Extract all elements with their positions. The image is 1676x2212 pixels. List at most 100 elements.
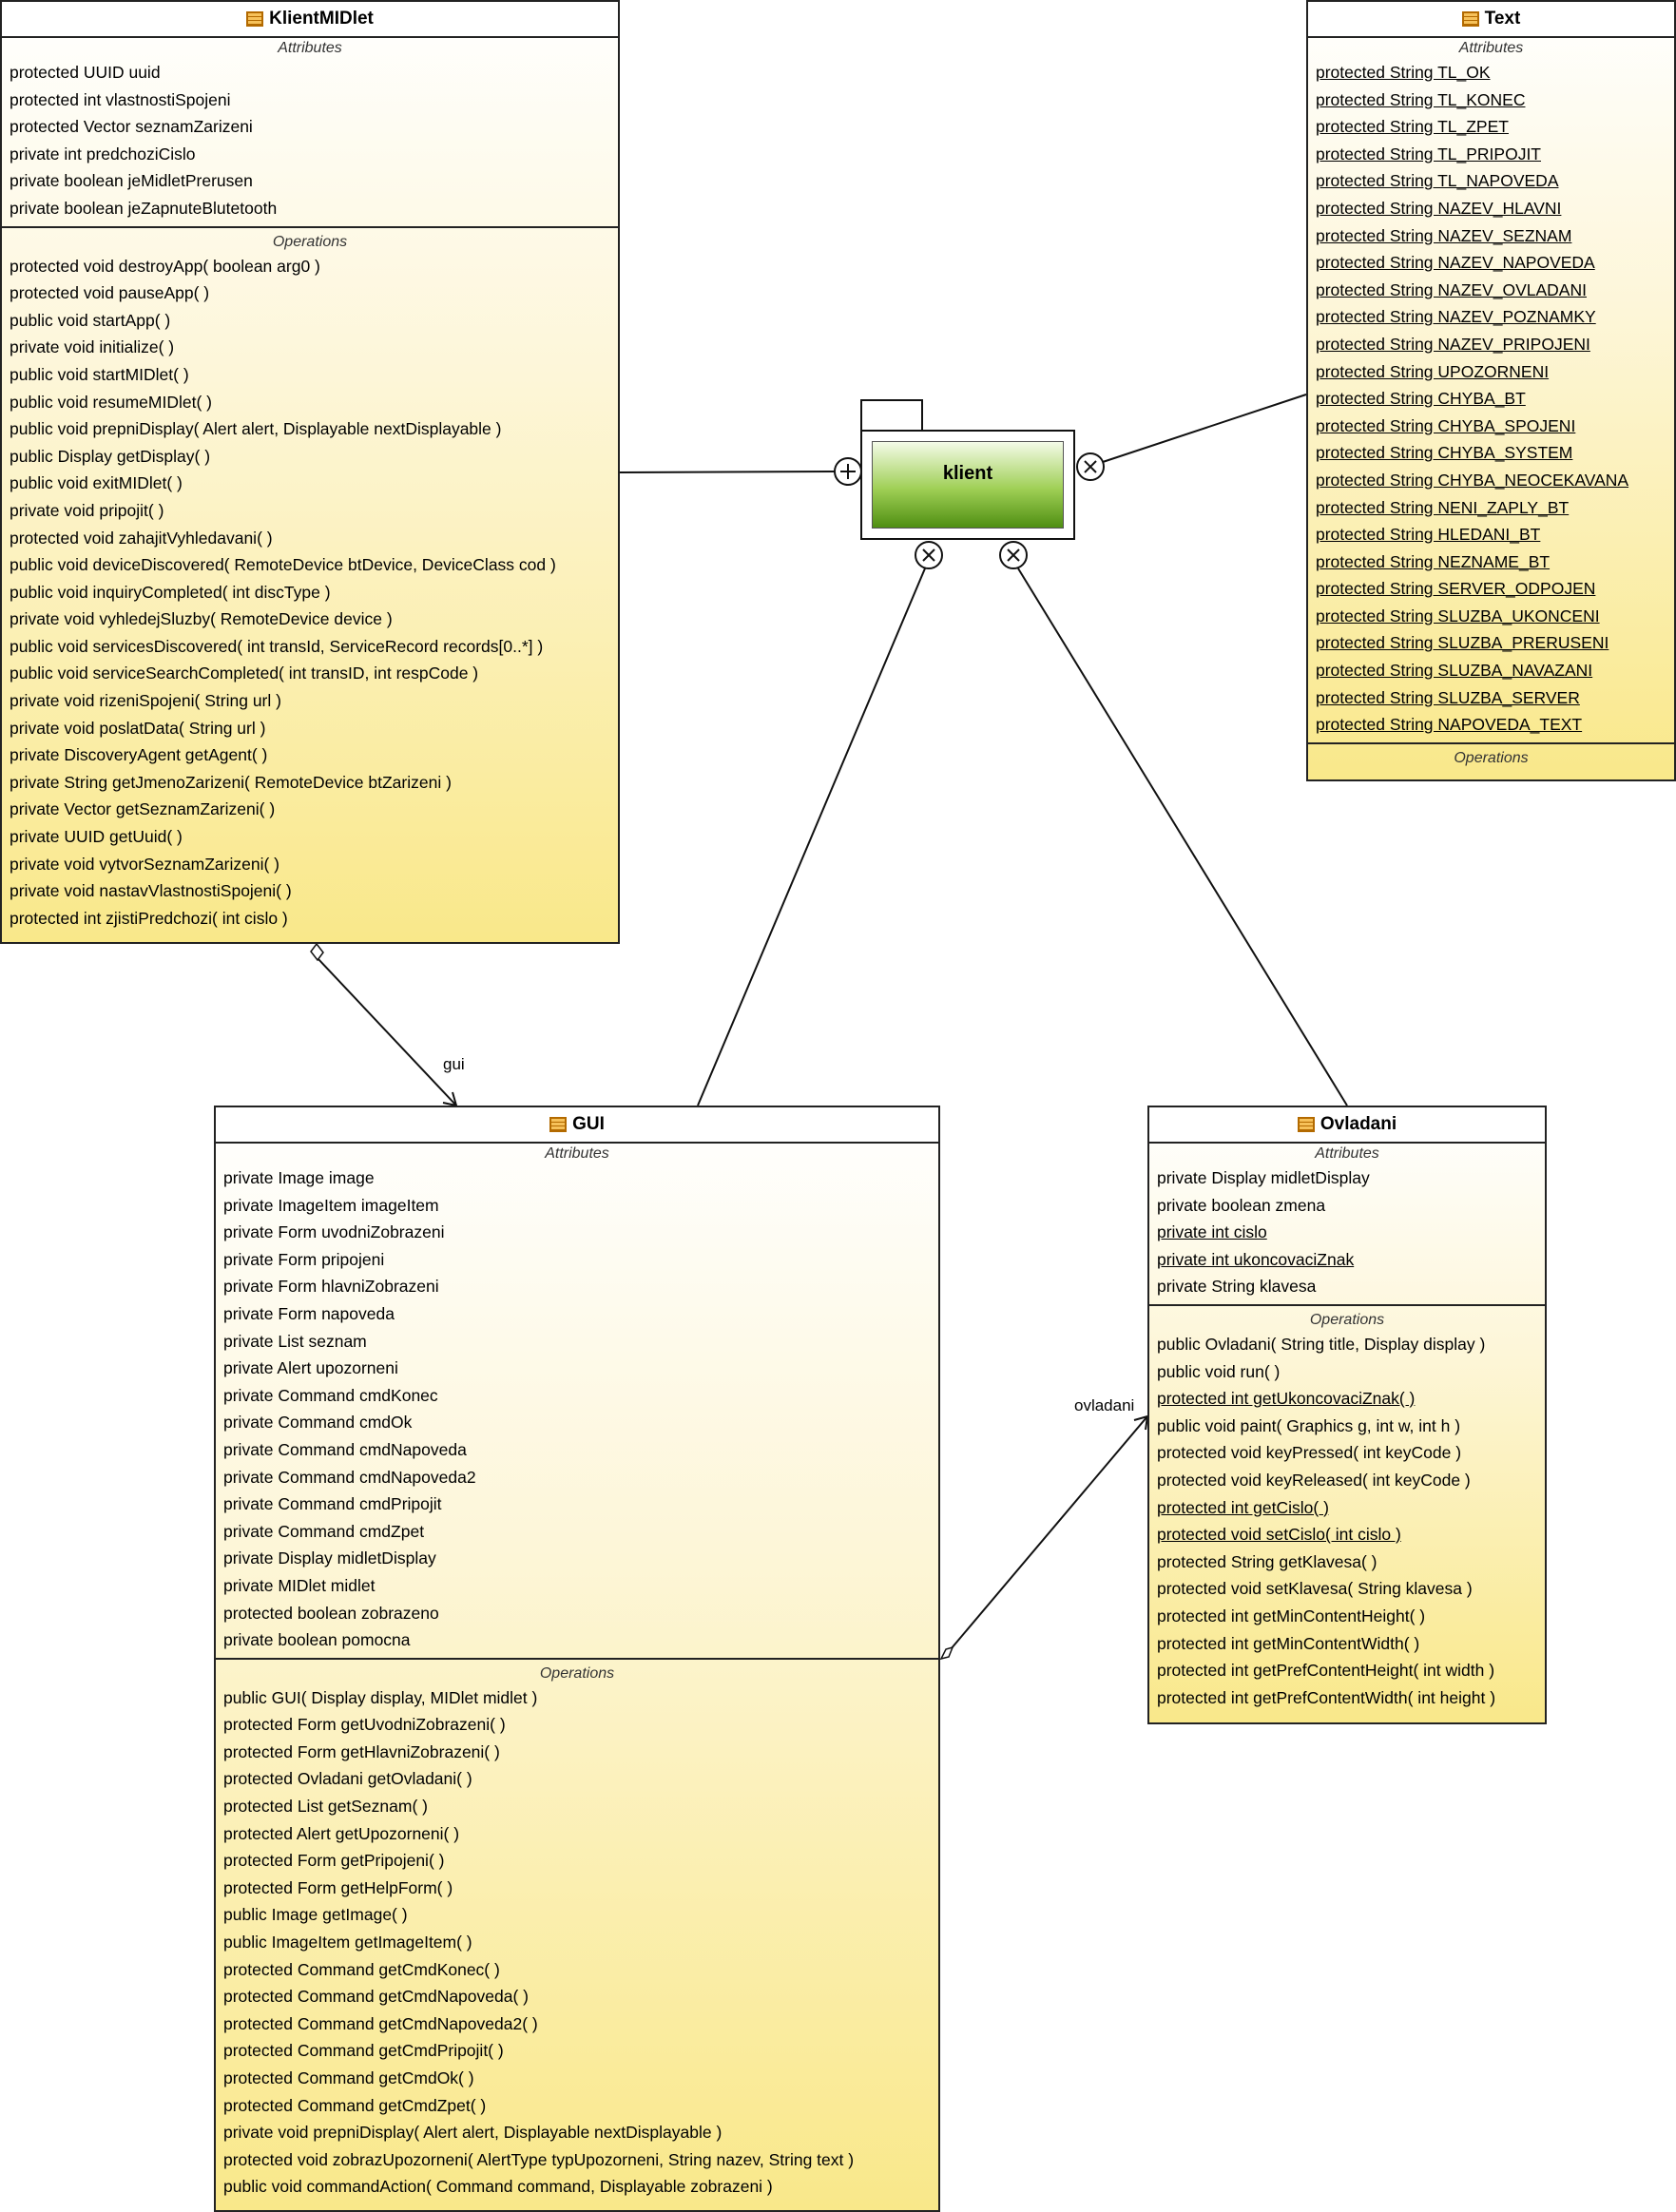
package-klient[interactable]: klient bbox=[860, 430, 1075, 540]
attribute-row[interactable]: private Command cmdOk bbox=[223, 1413, 413, 1433]
operation-row[interactable]: protected Form getPripojeni( ) bbox=[223, 1851, 445, 1871]
operation-row[interactable]: private void poslatData( String url ) bbox=[10, 718, 266, 738]
operation-row[interactable]: protected void keyReleased( int keyCode … bbox=[1157, 1470, 1471, 1490]
operation-row[interactable]: protected void setKlavesa( String klaves… bbox=[1157, 1579, 1473, 1599]
attribute-row[interactable]: protected String NENI_ZAPLY_BT bbox=[1316, 497, 1570, 517]
operation-row[interactable]: protected int getMinContentWidth( ) bbox=[1157, 1633, 1420, 1653]
operation-row[interactable]: protected void keyPressed( int keyCode ) bbox=[1157, 1443, 1462, 1463]
attribute-row[interactable]: private Alert upozorneni bbox=[223, 1358, 398, 1378]
operation-row[interactable]: private void pripojit( ) bbox=[10, 500, 164, 520]
operation-row[interactable]: protected Command getCmdNapoveda2( ) bbox=[223, 2013, 538, 2033]
attribute-row[interactable]: protected String TL_NAPOVEDA bbox=[1316, 171, 1559, 191]
operation-row[interactable]: protected Command getCmdPripojit( ) bbox=[223, 2041, 504, 2061]
attribute-row[interactable]: private Form uvodniZobrazeni bbox=[223, 1222, 445, 1242]
attribute-row[interactable]: private boolean jeMidletPrerusen bbox=[10, 171, 253, 191]
operation-row[interactable]: protected Form getUvodniZobrazeni( ) bbox=[223, 1715, 506, 1735]
attribute-row[interactable]: private int predchoziCislo bbox=[10, 144, 196, 163]
attribute-row[interactable]: protected UUID uuid bbox=[10, 63, 161, 82]
attribute-row[interactable]: private Display midletDisplay bbox=[223, 1548, 436, 1568]
attribute-row[interactable]: private Command cmdNapoveda2 bbox=[223, 1467, 476, 1487]
attribute-row[interactable]: private Form napoveda bbox=[223, 1303, 395, 1323]
attribute-row[interactable]: protected String TL_ZPET bbox=[1316, 117, 1509, 137]
attribute-row[interactable]: protected String NAZEV_SEZNAM bbox=[1316, 225, 1572, 245]
attribute-row[interactable]: protected String SLUZBA_NAVAZANI bbox=[1316, 661, 1593, 681]
operation-row[interactable]: private void nastavVlastnostiSpojeni( ) bbox=[10, 881, 292, 901]
operation-row[interactable]: protected void zahajitVyhledavani( ) bbox=[10, 528, 273, 548]
attribute-row[interactable]: private Command cmdKonec bbox=[223, 1385, 438, 1405]
attribute-row[interactable]: private Form hlavniZobrazeni bbox=[223, 1277, 439, 1297]
operation-row[interactable]: protected void pauseApp( ) bbox=[10, 283, 210, 303]
operation-row[interactable]: public void prepniDisplay( Alert alert, … bbox=[10, 419, 502, 439]
attribute-row[interactable]: protected Vector seznamZarizeni bbox=[10, 117, 253, 137]
operation-row[interactable]: protected void setCislo( int cislo ) bbox=[1157, 1525, 1401, 1545]
attribute-row[interactable]: private boolean zmena bbox=[1157, 1195, 1326, 1215]
operation-row[interactable]: private void prepniDisplay( Alert alert,… bbox=[223, 2123, 722, 2143]
attribute-row[interactable]: protected String SLUZBA_UKONCENI bbox=[1316, 606, 1600, 625]
attribute-row[interactable]: private Display midletDisplay bbox=[1157, 1168, 1370, 1187]
operation-row[interactable]: protected int getUkoncovaciZnak( ) bbox=[1157, 1389, 1416, 1409]
operation-row[interactable]: public Ovladani( String title, Display d… bbox=[1157, 1334, 1486, 1354]
attribute-row[interactable]: private List seznam bbox=[223, 1331, 367, 1351]
attribute-row[interactable]: protected String NAZEV_HLAVNI bbox=[1316, 198, 1562, 218]
attribute-row[interactable]: private ImageItem imageItem bbox=[223, 1195, 439, 1215]
operation-row[interactable]: public void inquiryCompleted( int discTy… bbox=[10, 582, 331, 602]
operation-row[interactable]: protected int getPrefContentWidth( int h… bbox=[1157, 1687, 1496, 1707]
attribute-row[interactable]: protected String CHYBA_SPOJENI bbox=[1316, 415, 1576, 435]
operation-row[interactable]: protected int getCislo( ) bbox=[1157, 1497, 1329, 1517]
attribute-row[interactable]: private boolean pomocna bbox=[223, 1630, 411, 1650]
attribute-row[interactable]: protected boolean zobrazeno bbox=[223, 1603, 439, 1623]
attribute-row[interactable]: private Command cmdNapoveda bbox=[223, 1439, 467, 1459]
operation-row[interactable]: private void rizeniSpojeni( String url ) bbox=[10, 691, 281, 711]
operation-row[interactable]: public void startApp( ) bbox=[10, 310, 171, 330]
operation-row[interactable]: protected int getPrefContentHeight( int … bbox=[1157, 1661, 1495, 1681]
attribute-row[interactable]: protected String SERVER_ODPOJEN bbox=[1316, 579, 1596, 599]
attribute-row[interactable]: protected String SLUZBA_PRERUSENI bbox=[1316, 633, 1609, 653]
attribute-row[interactable]: private MIDlet midlet bbox=[223, 1575, 376, 1595]
attribute-row[interactable]: private Command cmdPripojit bbox=[223, 1494, 442, 1514]
attribute-row[interactable]: protected String NAZEV_POZNAMKY bbox=[1316, 307, 1596, 327]
operation-row[interactable]: public void run( ) bbox=[1157, 1361, 1281, 1381]
attribute-row[interactable]: private int cislo bbox=[1157, 1222, 1267, 1242]
operation-row[interactable]: private String getJmenoZarizeni( RemoteD… bbox=[10, 772, 452, 792]
attribute-row[interactable]: private boolean jeZapnuteBlutetooth bbox=[10, 198, 278, 218]
attribute-row[interactable]: protected String TL_PRIPOJIT bbox=[1316, 144, 1542, 163]
operation-row[interactable]: public void startMIDlet( ) bbox=[10, 364, 189, 384]
operation-row[interactable]: protected List getSeznam( ) bbox=[223, 1797, 428, 1817]
operation-row[interactable]: public Image getImage( ) bbox=[223, 1905, 408, 1925]
attribute-row[interactable]: protected String TL_KONEC bbox=[1316, 89, 1526, 109]
attribute-row[interactable]: protected String NEZNAME_BT bbox=[1316, 551, 1551, 571]
attribute-row[interactable]: protected String UPOZORNENI bbox=[1316, 361, 1550, 381]
attribute-row[interactable]: protected String NAZEV_NAPOVEDA bbox=[1316, 253, 1595, 273]
operation-row[interactable]: protected Command getCmdOk( ) bbox=[223, 2068, 474, 2087]
operation-row[interactable]: public void resumeMIDlet( ) bbox=[10, 392, 212, 412]
operation-row[interactable]: private void vyhledejSluzby( RemoteDevic… bbox=[10, 609, 393, 629]
operation-row[interactable]: protected Command getCmdZpet( ) bbox=[223, 2095, 487, 2115]
attribute-row[interactable]: private int ukoncovaciZnak bbox=[1157, 1249, 1355, 1269]
operation-row[interactable]: private Vector getSeznamZarizeni( ) bbox=[10, 799, 276, 819]
operation-row[interactable]: private DiscoveryAgent getAgent( ) bbox=[10, 745, 268, 765]
operation-row[interactable]: protected Ovladani getOvladani( ) bbox=[223, 1769, 472, 1789]
attribute-row[interactable]: protected String HLEDANI_BT bbox=[1316, 525, 1541, 545]
operation-row[interactable]: public GUI( Display display, MIDlet midl… bbox=[223, 1687, 538, 1707]
operation-row[interactable]: private void initialize( ) bbox=[10, 337, 175, 357]
operation-row[interactable]: private void vytvorSeznamZarizeni( ) bbox=[10, 854, 279, 874]
operation-row[interactable]: protected Command getCmdNapoveda( ) bbox=[223, 1987, 529, 2007]
operation-row[interactable]: private UUID getUuid( ) bbox=[10, 827, 183, 847]
attribute-row[interactable]: protected String CHYBA_NEOCEKAVANA bbox=[1316, 470, 1629, 490]
operation-row[interactable]: protected Form getHlavniZobrazeni( ) bbox=[223, 1741, 500, 1761]
attribute-row[interactable]: protected String CHYBA_SYSTEM bbox=[1316, 443, 1573, 463]
attribute-row[interactable]: private Image image bbox=[223, 1168, 375, 1187]
operation-row[interactable]: protected int getMinContentHeight( ) bbox=[1157, 1606, 1426, 1625]
attribute-row[interactable]: private Command cmdZpet bbox=[223, 1521, 425, 1541]
attribute-row[interactable]: private String klavesa bbox=[1157, 1277, 1317, 1297]
operation-row[interactable]: public Display getDisplay( ) bbox=[10, 446, 211, 466]
attribute-row[interactable]: protected String CHYBA_BT bbox=[1316, 389, 1526, 409]
operation-row[interactable]: public void exitMIDlet( ) bbox=[10, 473, 183, 493]
attribute-row[interactable]: protected int vlastnostiSpojeni bbox=[10, 89, 231, 109]
operation-row[interactable]: public void deviceDiscovered( RemoteDevi… bbox=[10, 555, 556, 575]
attribute-row[interactable]: protected String NAZEV_PRIPOJENI bbox=[1316, 334, 1590, 354]
